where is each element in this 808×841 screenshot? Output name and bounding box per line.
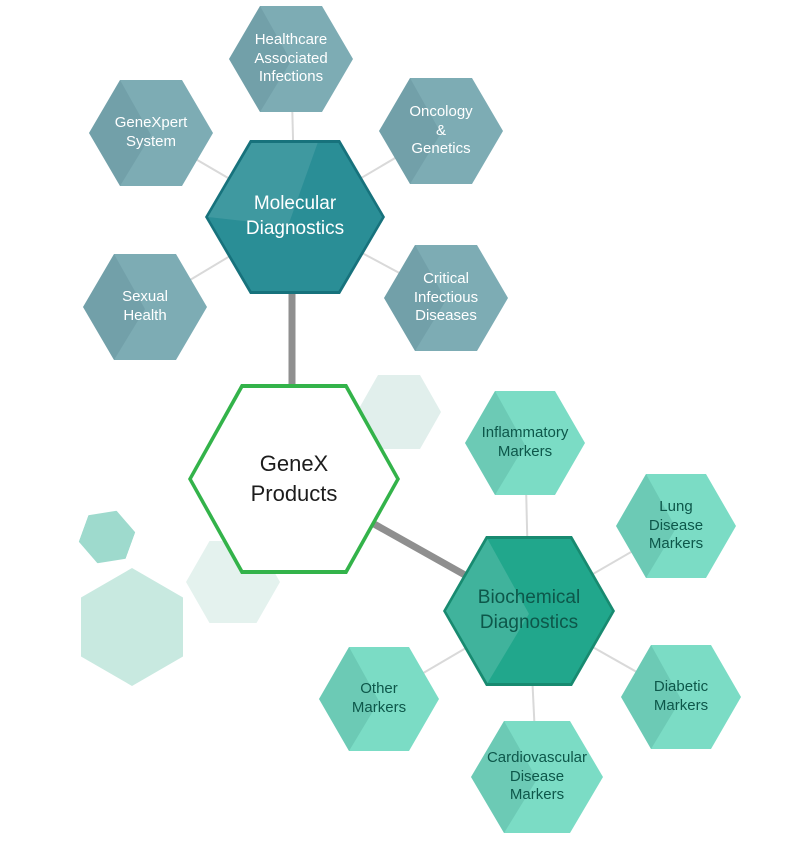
satellite-other-markers: Other Markers	[319, 647, 439, 751]
hub-biochemical-diagnostics: Biochemical Diagnostics	[443, 536, 615, 686]
satellite-label: Other Markers	[351, 680, 407, 716]
hub-molecular-diagnostics: Molecular Diagnostics	[205, 140, 385, 294]
satellite-label: Critical Infectious Diseases	[413, 269, 479, 325]
satellite-genexpert-system: GeneXpert System	[89, 80, 213, 186]
satellite-sexual-health: Sexual Health	[83, 254, 207, 360]
satellite-label: Sexual Health	[122, 288, 168, 324]
decorative-hexagon-mint-large	[81, 568, 183, 686]
satellite-critical-infectious-diseases: Critical Infectious Diseases	[384, 245, 508, 351]
hexagon-shape	[471, 721, 603, 833]
satellite-label: GeneXpert System	[114, 114, 188, 150]
hub-label: Molecular Diagnostics	[245, 193, 345, 239]
satellite-cardiovascular-disease-markers: Cardiovascular Disease Markers	[471, 721, 603, 833]
satellite-healthcare-associated-infections: Healthcare Associated Infections	[229, 6, 353, 112]
satellite-label: Healthcare Associated Infections	[254, 30, 328, 86]
satellite-label: Inflammatory Markers	[481, 424, 569, 460]
center-label: GeneX Products	[250, 451, 338, 506]
satellite-label: Oncology & Genetics	[409, 102, 473, 158]
satellite-diabetic-markers: Diabetic Markers	[621, 645, 741, 749]
satellite-label: Diabetic Markers	[653, 678, 709, 714]
satellite-label: Lung Disease Markers	[648, 497, 704, 553]
satellite-lung-disease-markers: Lung Disease Markers	[616, 474, 736, 578]
hub-label: Biochemical Diagnostics	[477, 587, 581, 633]
hexagon-shape	[465, 391, 585, 495]
satellite-oncology-genetics: Oncology & Genetics	[379, 78, 503, 184]
satellite-inflammatory-markers: Inflammatory Markers	[465, 391, 585, 495]
center-genex-products: GeneX Products	[188, 384, 400, 574]
satellite-label: Cardiovascular Disease Markers	[486, 748, 588, 804]
